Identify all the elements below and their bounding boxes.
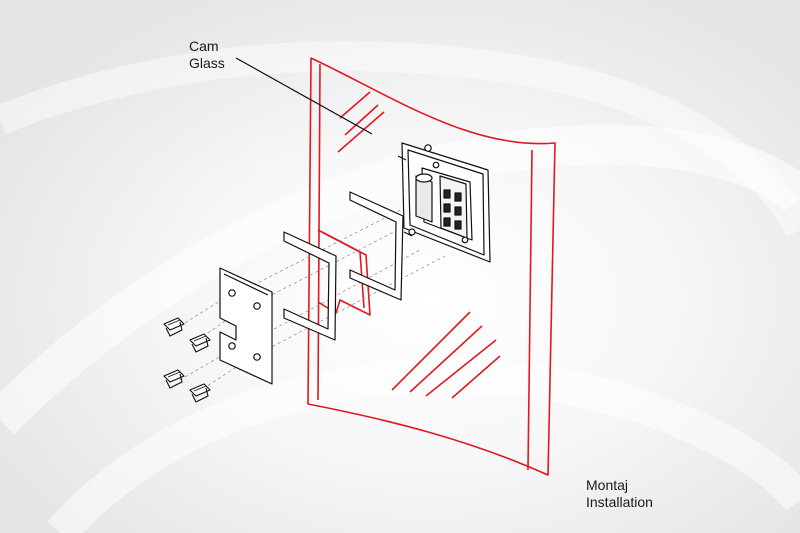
cover-plate bbox=[219, 267, 273, 385]
hinge-body bbox=[397, 142, 491, 263]
screw-bottom-right bbox=[189, 383, 211, 403]
screw-set bbox=[163, 317, 211, 403]
glass-leader-line bbox=[235, 57, 373, 135]
screw-top-right bbox=[189, 333, 211, 353]
glass-callout: Cam Glass bbox=[189, 38, 225, 72]
glass-panel bbox=[307, 57, 556, 476]
gasket-front bbox=[283, 231, 337, 341]
installation-callout-en: Installation bbox=[586, 494, 653, 510]
glass-callout-en: Glass bbox=[189, 55, 225, 71]
glass-callout-tr: Cam bbox=[189, 38, 219, 54]
installation-callout: Montaj Installation bbox=[586, 477, 653, 511]
screw-top-left bbox=[163, 317, 185, 337]
installation-callout-tr: Montaj bbox=[586, 477, 629, 493]
gasket-rear bbox=[349, 191, 404, 301]
screw-bottom-left bbox=[163, 369, 185, 389]
